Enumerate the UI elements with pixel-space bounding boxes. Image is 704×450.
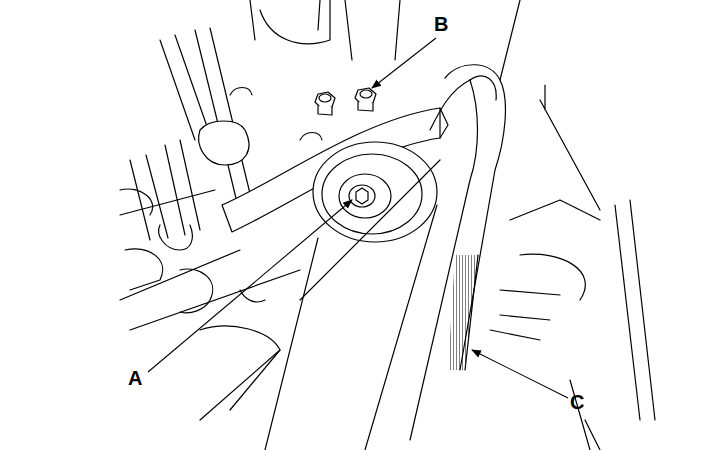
callout-letter: A [128,368,142,388]
callout-letter: C [570,392,584,412]
callout-letter: B [434,14,448,34]
